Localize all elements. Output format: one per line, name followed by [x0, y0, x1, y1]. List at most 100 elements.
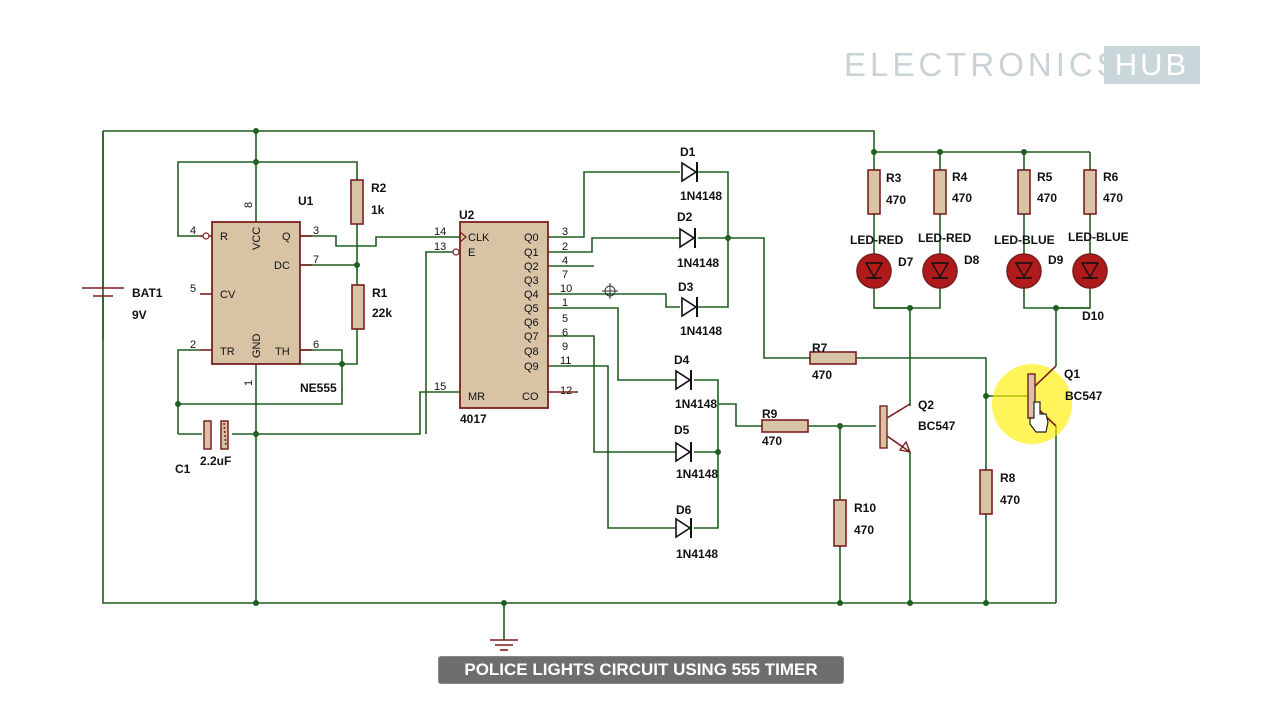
u1-pin-gnd: GND: [251, 334, 263, 359]
d9-value: LED-BLUE: [994, 233, 1055, 247]
diode-d1[interactable]: D1 1N4148: [680, 145, 722, 203]
u2-pin-e: E: [468, 247, 475, 259]
r7-value: 470: [812, 368, 832, 382]
r3-ref: R3: [886, 171, 902, 185]
d1-value: 1N4148: [680, 189, 722, 203]
d7-ref: D7: [898, 255, 914, 269]
bat1-ref: BAT1: [132, 286, 163, 300]
diode-d5[interactable]: D5 1N4148: [674, 423, 718, 481]
u2-num-12: 12: [560, 385, 572, 397]
resistor-r6[interactable]: R6 470: [1083, 169, 1123, 215]
led-d10[interactable]: LED-BLUE D10: [1068, 230, 1129, 323]
u1-num-1: 1: [243, 380, 255, 386]
video-caption: POLICE LIGHTS CIRCUIT USING 555 TIMER: [438, 656, 844, 684]
u2-pin-clk: CLK: [468, 232, 490, 244]
u2-num-5: 5: [562, 313, 568, 325]
u1-num-8: 8: [243, 202, 255, 208]
ground-symbol: [490, 639, 518, 651]
u1-pin-q: Q: [282, 231, 291, 243]
u2-pin-q5: Q5: [524, 303, 539, 315]
u2-pin-q1: Q1: [524, 247, 539, 259]
d7-value: LED-RED: [850, 233, 904, 247]
u1-pin-tr: TR: [220, 346, 235, 358]
resistor-r4[interactable]: R4 470: [933, 169, 972, 215]
led-d9[interactable]: LED-BLUE D9: [994, 233, 1064, 289]
transistor-q2[interactable]: Q2 BC547: [879, 398, 956, 453]
u2-pin-q2: Q2: [524, 261, 539, 273]
led-d8[interactable]: LED-RED D8: [918, 231, 980, 289]
r3-value: 470: [886, 193, 906, 207]
diode-d4[interactable]: D4 1N4148: [674, 353, 717, 411]
resistor-r3[interactable]: R3 470: [867, 169, 906, 215]
r7-ref: R7: [812, 341, 828, 355]
u2-num-1: 1: [562, 297, 568, 309]
resistor-r8[interactable]: R8 470: [979, 469, 1020, 515]
u1-num-3: 3: [313, 225, 319, 237]
u1-num-5: 5: [190, 283, 196, 295]
battery-bat1[interactable]: BAT1 9V: [82, 286, 163, 340]
r4-value: 470: [952, 191, 972, 205]
d1-ref: D1: [680, 145, 696, 159]
u2-pin-q6: Q6: [524, 317, 539, 329]
r8-ref: R8: [1000, 471, 1016, 485]
r10-ref: R10: [854, 501, 876, 515]
diode-d6[interactable]: D6 1N4148: [675, 503, 718, 561]
u2-num-11: 11: [560, 355, 571, 367]
resistor-r5[interactable]: R5 470: [1017, 169, 1057, 215]
r5-ref: R5: [1037, 170, 1053, 184]
diode-d2[interactable]: D2 1N4148: [677, 210, 719, 270]
d4-ref: D4: [674, 353, 690, 367]
u2-num-9: 9: [562, 341, 568, 353]
q1-ref: Q1: [1064, 367, 1080, 381]
r6-value: 470: [1103, 191, 1123, 205]
u1-pin-cv: CV: [220, 289, 236, 301]
u2-pin-q0: Q0: [524, 232, 539, 244]
resistor-r1[interactable]: R1 22k: [351, 284, 392, 330]
u1-part: NE555: [300, 381, 337, 395]
junction-dots: [175, 128, 1059, 606]
u2-num-14: 14: [434, 226, 446, 238]
led-d7[interactable]: LED-RED D7: [850, 233, 914, 289]
r2-ref: R2: [371, 181, 387, 195]
d10-ref: D10: [1082, 309, 1104, 323]
r10-value: 470: [854, 523, 874, 537]
diode-d3[interactable]: D3 1N4148: [678, 280, 722, 338]
q1-value: BC547: [1065, 389, 1103, 403]
u1-pin-th: TH: [275, 346, 290, 358]
r9-value: 470: [762, 434, 782, 448]
r8-value: 470: [1000, 493, 1020, 507]
d10-value: LED-BLUE: [1068, 230, 1129, 244]
ic-u1-ne555[interactable]: U1 NE555 R CV TR Q DC TH VCC GND 8 4 3 7…: [190, 194, 337, 395]
u2-ref: U2: [459, 208, 475, 222]
d3-ref: D3: [678, 280, 694, 294]
resistor-r10[interactable]: R10 470: [833, 499, 876, 547]
hand-cursor-icon: [1029, 401, 1049, 433]
transistor-q1[interactable]: Q1 BC547: [992, 364, 1103, 444]
bat1-value: 9V: [132, 308, 147, 322]
capacitor-c1[interactable]: C1 2.2uF: [175, 420, 231, 476]
r5-value: 470: [1037, 191, 1057, 205]
r2-value: 1k: [371, 203, 385, 217]
d8-ref: D8: [964, 253, 980, 267]
u1-num-4: 4: [190, 225, 196, 237]
u1-pin-vcc: VCC: [251, 227, 263, 250]
d9-ref: D9: [1048, 253, 1064, 267]
d5-ref: D5: [674, 423, 690, 437]
u2-pin-q3: Q3: [524, 275, 539, 287]
r9-ref: R9: [762, 407, 778, 421]
u2-num-2: 2: [562, 241, 568, 253]
resistor-r9[interactable]: R9 470: [761, 407, 809, 448]
u2-num-6: 6: [562, 327, 568, 339]
u2-num-7: 7: [562, 269, 568, 281]
d4-value: 1N4148: [675, 397, 717, 411]
u2-num-13: 13: [434, 241, 446, 253]
ic-u2-4017[interactable]: U2 4017 CLK E MR CO Q0 Q1 Q2 Q3 Q4 Q5 Q6…: [434, 208, 578, 426]
u2-pin-q7: Q7: [524, 331, 539, 343]
r1-value: 22k: [372, 306, 392, 320]
resistor-r2[interactable]: R2 1k: [350, 179, 387, 225]
u2-pin-q4: Q4: [524, 289, 539, 301]
resistor-r7[interactable]: R7 470: [809, 341, 857, 382]
d8-value: LED-RED: [918, 231, 972, 245]
d6-ref: D6: [676, 503, 692, 517]
